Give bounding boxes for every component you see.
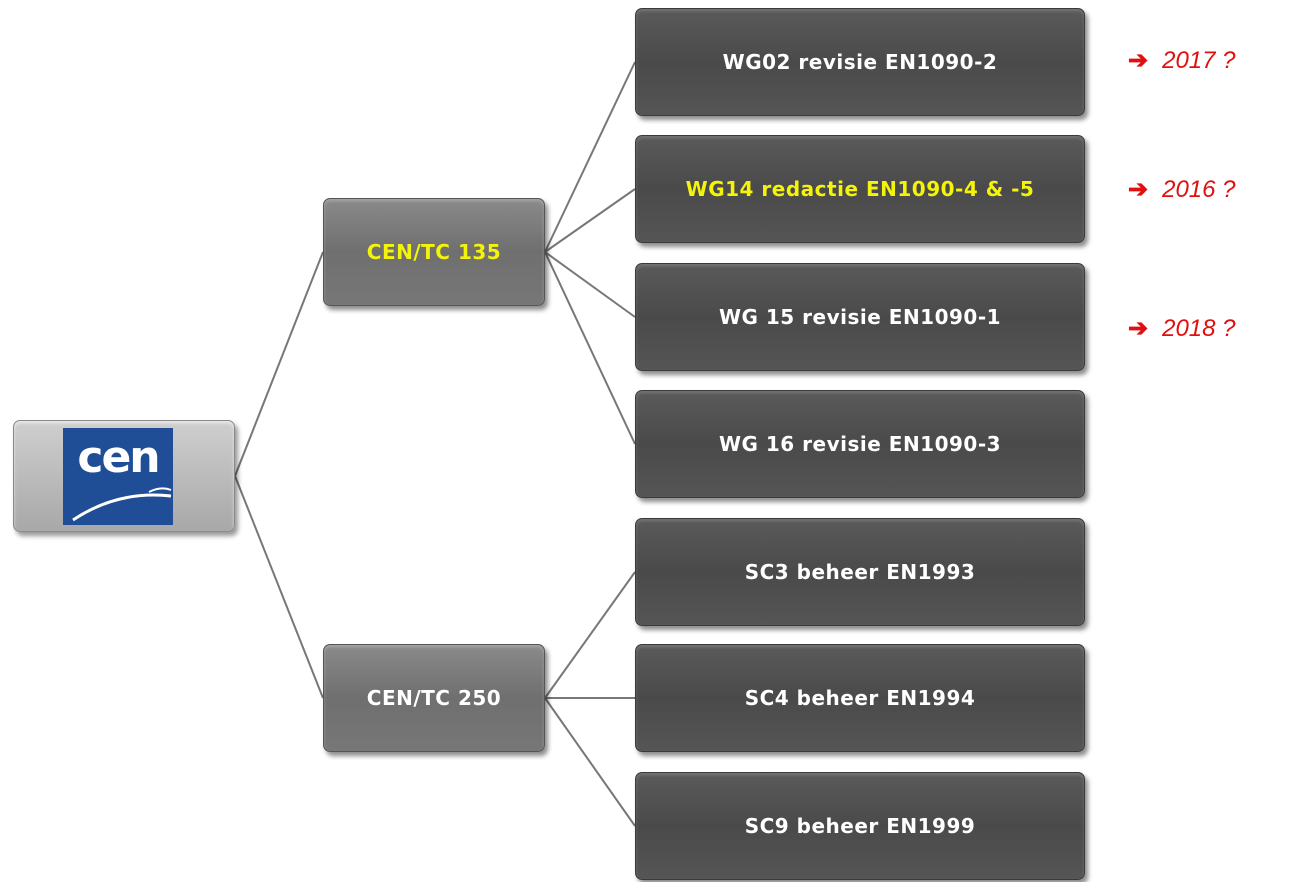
wg-node-sc4: SC4 beheer EN1994: [635, 644, 1085, 752]
wg-label: SC9 beheer EN1999: [744, 814, 976, 838]
connector-tc135-wg15: [544, 251, 636, 318]
connector-tc135-wg02: [544, 61, 636, 253]
deadline-text: 2018 ?: [1162, 315, 1236, 342]
wg-label: WG14 redactie EN1090-4 & -5: [685, 177, 1035, 201]
wg-node-sc3: SC3 beheer EN1993: [635, 518, 1085, 626]
committee-label: CEN/TC 135: [366, 240, 502, 264]
committee-node-tc250: CEN/TC 250: [323, 644, 545, 752]
deadline-text: 2016 ?: [1162, 176, 1236, 203]
wg-label: WG 15 revisie EN1090-1: [718, 305, 1002, 329]
wg-node-wg16: WG 16 revisie EN1090-3: [635, 390, 1085, 498]
right-arrow-icon: ➔: [1128, 315, 1149, 342]
connector-tc135-wg14: [544, 188, 636, 253]
wg-label: WG 16 revisie EN1090-3: [718, 432, 1002, 456]
connector-root-tc250: [234, 475, 324, 699]
deadline-text: 2017 ?: [1162, 47, 1236, 74]
deadline-wg14: ➔ 2016 ?: [1128, 175, 1236, 204]
connector-root-tc135: [234, 251, 324, 477]
right-arrow-icon: ➔: [1128, 47, 1149, 74]
connector-tc135-wg16: [544, 251, 636, 445]
wg-label: SC3 beheer EN1993: [744, 560, 976, 584]
logo-swoosh-icon: [72, 487, 172, 522]
wg-node-sc9: SC9 beheer EN1999: [635, 772, 1085, 880]
wg-node-wg02: WG02 revisie EN1090-2: [635, 8, 1085, 116]
committee-label: CEN/TC 250: [366, 686, 502, 710]
connector-tc250-sc9: [544, 697, 636, 827]
committee-node-tc135: CEN/TC 135: [323, 198, 545, 306]
connector-tc250-sc3: [544, 571, 636, 699]
cen-logo: cen: [63, 428, 173, 525]
deadline-wg02: ➔ 2017 ?: [1128, 46, 1236, 75]
deadline-wg15: ➔ 2018 ?: [1128, 314, 1236, 343]
right-arrow-icon: ➔: [1128, 176, 1149, 203]
cen-logo-text: cen: [77, 432, 160, 483]
wg-label: WG02 revisie EN1090-2: [722, 50, 998, 74]
wg-node-wg14: WG14 redactie EN1090-4 & -5: [635, 135, 1085, 243]
wg-label: SC4 beheer EN1994: [744, 686, 976, 710]
wg-node-wg15: WG 15 revisie EN1090-1: [635, 263, 1085, 371]
